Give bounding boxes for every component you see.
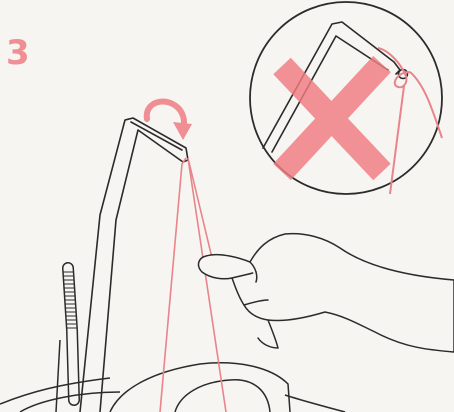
- thread-lines: [160, 158, 226, 412]
- machine-base: [0, 363, 345, 412]
- gooseneck-spring: [56, 268, 77, 412]
- incorrect-method-inset: [250, 2, 442, 194]
- hand-illustration: [199, 234, 454, 352]
- thread-guide-arm: [80, 118, 188, 412]
